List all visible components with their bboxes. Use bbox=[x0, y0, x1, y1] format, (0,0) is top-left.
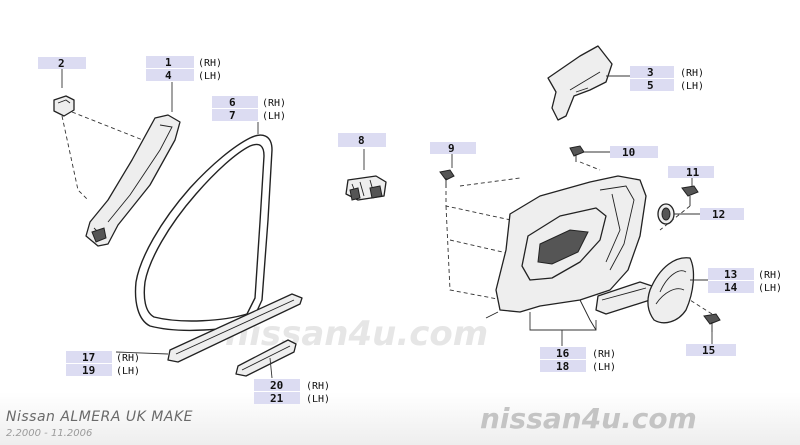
callout-16-18[interactable]: 16 18 (RH) (LH) bbox=[540, 347, 616, 373]
part-15-clip[interactable] bbox=[703, 313, 721, 332]
callout-8[interactable]: 8 bbox=[338, 133, 386, 147]
part-6-7-weatherstrip[interactable] bbox=[134, 134, 273, 332]
callout-6-side: (RH) bbox=[262, 98, 286, 109]
callout-12-number: 12 bbox=[712, 208, 725, 221]
callout-14-number: 14 bbox=[724, 281, 738, 294]
watermark-corner: nissan4u.com bbox=[480, 402, 697, 435]
callout-4-side: (LH) bbox=[198, 71, 222, 82]
callout-21-number: 21 bbox=[270, 392, 284, 405]
callout-6-7[interactable]: 6 7 (RH) (LH) bbox=[212, 96, 286, 122]
callout-19-side: (LH) bbox=[116, 366, 140, 377]
leader-17 bbox=[115, 351, 169, 355]
callout-2[interactable]: 2 bbox=[38, 57, 86, 70]
callout-3-number: 3 bbox=[647, 66, 654, 79]
callout-3-side: (RH) bbox=[680, 68, 704, 79]
footer-model-text: Nissan ALMERA UK MAKE bbox=[6, 409, 193, 425]
callout-19-number: 19 bbox=[82, 364, 95, 377]
callout-20-number: 20 bbox=[270, 379, 283, 392]
part-20-21-step-plate[interactable] bbox=[235, 339, 297, 377]
callout-6-number: 6 bbox=[229, 96, 236, 109]
callout-13-number: 13 bbox=[724, 268, 737, 281]
callout-4-number: 4 bbox=[165, 69, 172, 82]
callout-7-side: (LH) bbox=[262, 111, 286, 122]
callout-18-side: (LH) bbox=[592, 362, 616, 373]
callout-20-side: (RH) bbox=[306, 381, 330, 392]
callout-17-19[interactable]: 17 19 (RH) (LH) bbox=[66, 351, 140, 377]
footer-date-range: 2.2000 - 11.2006 bbox=[6, 428, 93, 439]
callout-9[interactable]: 9 bbox=[430, 142, 476, 155]
part-3-5-upper-trim[interactable] bbox=[547, 45, 613, 121]
leader-16-bracket bbox=[529, 312, 597, 331]
callout-12[interactable]: 12 bbox=[700, 208, 744, 221]
callout-17-side: (RH) bbox=[116, 353, 140, 364]
watermark-center: nissan4u.com bbox=[225, 314, 488, 354]
callout-14-side: (LH) bbox=[758, 283, 782, 294]
callout-2-number: 2 bbox=[58, 57, 65, 70]
callout-5-number: 5 bbox=[647, 79, 654, 92]
leader-20 bbox=[269, 357, 273, 379]
callout-15-number: 15 bbox=[702, 344, 715, 357]
callout-15[interactable]: 15 bbox=[686, 344, 736, 357]
callout-17-number: 17 bbox=[82, 351, 95, 364]
part-2-clip[interactable] bbox=[53, 95, 169, 201]
callout-5-side: (LH) bbox=[680, 81, 704, 92]
callout-1-4[interactable]: 1 4 (RH) (LH) bbox=[146, 56, 222, 82]
callout-1-side: (RH) bbox=[198, 58, 222, 69]
callout-10[interactable]: 10 bbox=[610, 146, 658, 159]
callout-3-5[interactable]: 3 5 (RH) (LH) bbox=[630, 66, 704, 92]
callout-11-number: 11 bbox=[686, 166, 700, 179]
part-12-grommet[interactable] bbox=[657, 203, 675, 225]
callout-8-number: 8 bbox=[358, 134, 365, 147]
part-16-18-side-trim[interactable] bbox=[445, 161, 713, 331]
part-9-clip[interactable] bbox=[439, 169, 455, 188]
callout-9-number: 9 bbox=[448, 142, 455, 155]
footer-band bbox=[0, 392, 800, 445]
callout-10-number: 10 bbox=[622, 146, 635, 159]
part-10-clip[interactable] bbox=[569, 145, 585, 162]
callout-16-number: 16 bbox=[556, 347, 570, 360]
part-8-clip[interactable] bbox=[345, 175, 387, 201]
callout-13-14[interactable]: 13 14 (RH) (LH) bbox=[708, 268, 782, 294]
callout-13-side: (RH) bbox=[758, 270, 782, 281]
part-17-19-kick-plate[interactable] bbox=[167, 293, 303, 363]
part-1-4-pillar-garnish[interactable] bbox=[85, 114, 181, 247]
callout-11[interactable]: 11 bbox=[668, 166, 714, 179]
part-13-14-rear-cover[interactable] bbox=[647, 257, 695, 324]
callout-7-number: 7 bbox=[229, 109, 236, 122]
callout-16-side: (RH) bbox=[592, 349, 616, 360]
part-11-clip[interactable] bbox=[681, 185, 699, 206]
callout-20-21[interactable]: 20 21 (RH) (LH) bbox=[254, 379, 330, 405]
callout-18-number: 18 bbox=[556, 360, 569, 373]
callout-21-side: (LH) bbox=[306, 394, 330, 405]
callout-1-number: 1 bbox=[165, 56, 172, 69]
